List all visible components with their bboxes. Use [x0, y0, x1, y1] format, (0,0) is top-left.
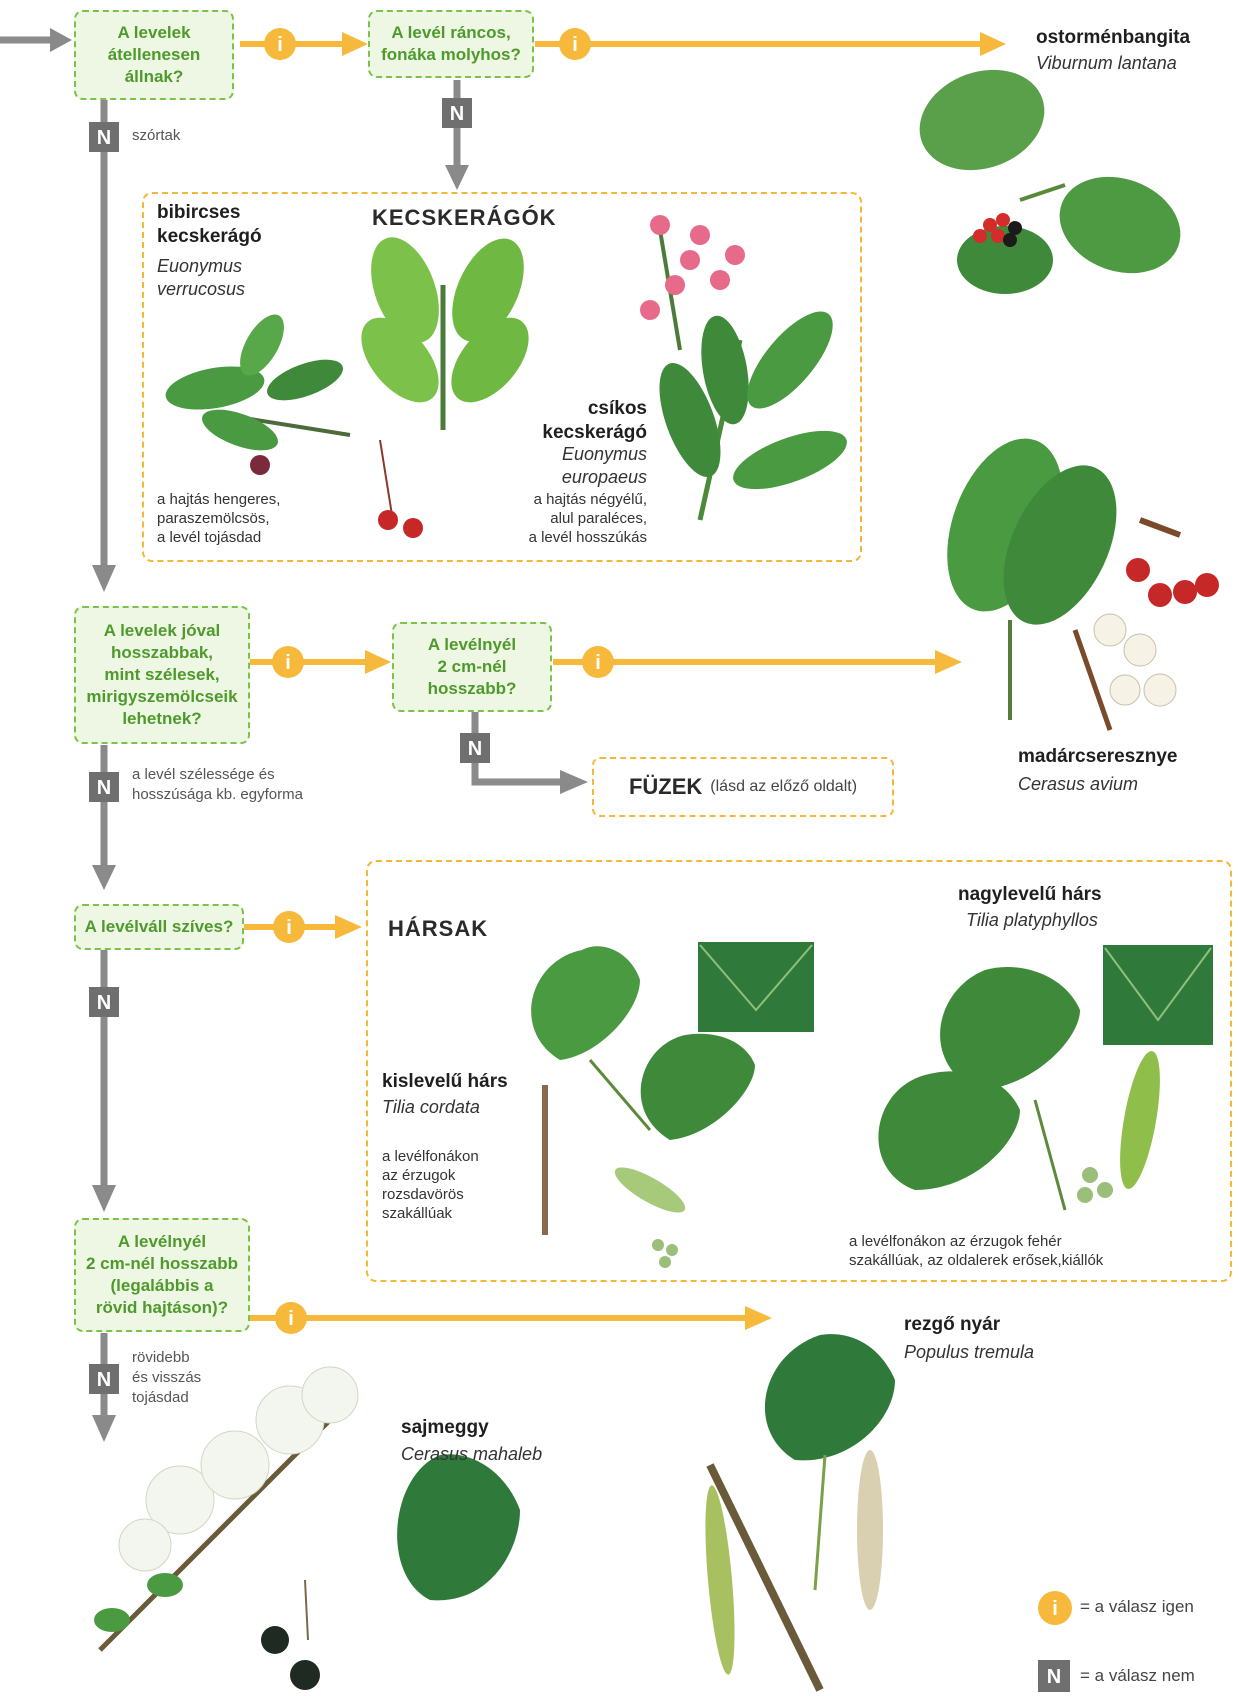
species-latin-euonymus-verrucosus: Euonymus verrucosus — [157, 255, 245, 301]
yes-badge-q1: i — [264, 28, 296, 60]
svg-text:i: i — [595, 652, 601, 674]
group-title-harsak: HÁRSAK — [388, 916, 488, 942]
species-latin-euonymus-europaeus: Euonymus europaeus — [500, 443, 647, 489]
note-alternate: szórtak — [132, 126, 180, 146]
populus-tremula-illustration — [700, 1334, 895, 1690]
question-text: A levélváll szíves? — [85, 916, 234, 938]
yes-badge-q4: i — [582, 646, 614, 678]
group-title-kecskeragok: KECSKERÁGÓK — [372, 205, 557, 231]
svg-text:i: i — [1052, 1598, 1058, 1620]
svg-text:N: N — [97, 1369, 111, 1391]
species-latin-viburnum-lantana: Viburnum lantana — [1036, 52, 1177, 75]
species-name-viburnum-lantana: ostorménbangita — [1036, 26, 1190, 50]
question-text: A levelek átellenesen állnak? — [108, 22, 201, 88]
cerasus-avium-illustration — [925, 423, 1219, 730]
yes-badge-q3: i — [272, 646, 304, 678]
legend-no-badge: N — [1038, 1660, 1070, 1692]
question-leaf-wrinkled: A levél ráncos, fonáka molyhos? — [368, 10, 534, 78]
no-badge-q4: N — [460, 733, 490, 763]
question-leaves-opposite: A levelek átellenesen állnak? — [74, 10, 234, 100]
svg-text:i: i — [277, 34, 283, 56]
no-badge-q2: N — [442, 98, 472, 128]
fuzek-box: FÜZEK (lásd az előző oldalt) — [592, 757, 894, 817]
svg-text:N: N — [1047, 1666, 1061, 1688]
q3-yes-arrow — [250, 650, 391, 674]
species-name-euonymus-verrucosus: bibircses kecskerágó — [157, 201, 262, 249]
question-text: A levél ráncos, fonáka molyhos? — [381, 22, 521, 66]
main-no-arrow-1 — [92, 100, 116, 592]
yes-badge-q6: i — [275, 1302, 307, 1334]
question-text: A levélnyél 2 cm-nél hosszabb? — [428, 634, 517, 700]
species-latin-cerasus-avium: Cerasus avium — [1018, 773, 1138, 796]
yes-badge-q2: i — [559, 28, 591, 60]
note-equal-width: a levél szélessége és hosszúsága kb. egy… — [132, 765, 303, 805]
q4-yes-arrow — [553, 650, 962, 674]
no-badge-q1: N — [89, 122, 119, 152]
q2-yes-arrow — [535, 32, 1006, 56]
question-text: A levélnyél 2 cm-nél hosszabb (legalábbi… — [86, 1231, 238, 1319]
svg-text:N: N — [450, 103, 464, 125]
species-latin-tilia-cordata: Tilia cordata — [382, 1096, 480, 1119]
svg-text:N: N — [97, 777, 111, 799]
question-leaf-base-cordate: A levélváll szíves? — [74, 904, 244, 950]
desc-tilia-cordata: a levélfonákon az érzugok rozsdavörös sz… — [382, 1147, 479, 1223]
q6-yes-arrow — [250, 1306, 772, 1330]
svg-text:N: N — [97, 992, 111, 1014]
species-latin-cerasus-mahaleb: Cerasus mahaleb — [401, 1443, 542, 1466]
species-name-tilia-cordata: kislevelű hárs — [382, 1070, 508, 1094]
desc-euonymus-verrucosus: a hajtás hengeres, paraszemölcsös, a lev… — [157, 490, 280, 547]
svg-text:i: i — [285, 652, 291, 674]
question-petiole-longer: A levélnyél 2 cm-nél hosszabb? — [392, 622, 552, 712]
yes-badge-q5: i — [273, 911, 305, 943]
no-badge-q3: N — [89, 772, 119, 802]
species-name-tilia-platyphyllos: nagylevelű hárs — [958, 883, 1102, 907]
q2-no-arrow — [445, 80, 469, 190]
q4-no-arrow — [475, 712, 588, 794]
no-badge-q6: N — [89, 1364, 119, 1394]
q1-yes-arrow — [240, 32, 368, 56]
note-shorter: rövidebb és visszás tojásdad — [132, 1348, 201, 1408]
viburnum-illustration — [905, 53, 1194, 294]
species-name-cerasus-mahaleb: sajmeggy — [401, 1416, 489, 1440]
fuzek-reference: (lásd az előző oldalt) — [710, 778, 857, 796]
species-name-euonymus-europaeus: csíkos kecskerágó — [500, 397, 647, 445]
desc-tilia-platyphyllos: a levélfonákon az érzugok fehér szakállú… — [849, 1232, 1103, 1270]
svg-text:i: i — [572, 34, 578, 56]
question-text: A levelek jóval hosszabbak, mint szélese… — [86, 620, 237, 730]
main-no-arrow-2 — [92, 745, 116, 890]
svg-text:N: N — [97, 127, 111, 149]
svg-text:N: N — [468, 738, 482, 760]
legend-yes-badge: i — [1038, 1591, 1072, 1625]
question-petiole-longer-short-shoot: A levélnyél 2 cm-nél hosszabb (legalábbi… — [74, 1218, 250, 1332]
entry-arrow — [0, 28, 72, 52]
legend-yes: = a válasz igen — [1080, 1597, 1194, 1617]
svg-text:i: i — [288, 1308, 294, 1330]
question-leaves-longer: A levelek jóval hosszabbak, mint szélese… — [74, 606, 250, 744]
fuzek-title: FÜZEK — [629, 774, 702, 800]
species-latin-tilia-platyphyllos: Tilia platyphyllos — [966, 909, 1098, 932]
species-latin-populus-tremula: Populus tremula — [904, 1341, 1034, 1364]
legend-no: = a válasz nem — [1080, 1666, 1195, 1686]
no-badge-q5: N — [89, 987, 119, 1017]
desc-euonymus-europaeus: a hajtás négyélű, alul paraléces, a levé… — [480, 490, 647, 547]
svg-text:i: i — [286, 917, 292, 939]
species-name-cerasus-avium: madárcseresznye — [1018, 745, 1178, 769]
species-name-populus-tremula: rezgő nyár — [904, 1313, 1000, 1337]
